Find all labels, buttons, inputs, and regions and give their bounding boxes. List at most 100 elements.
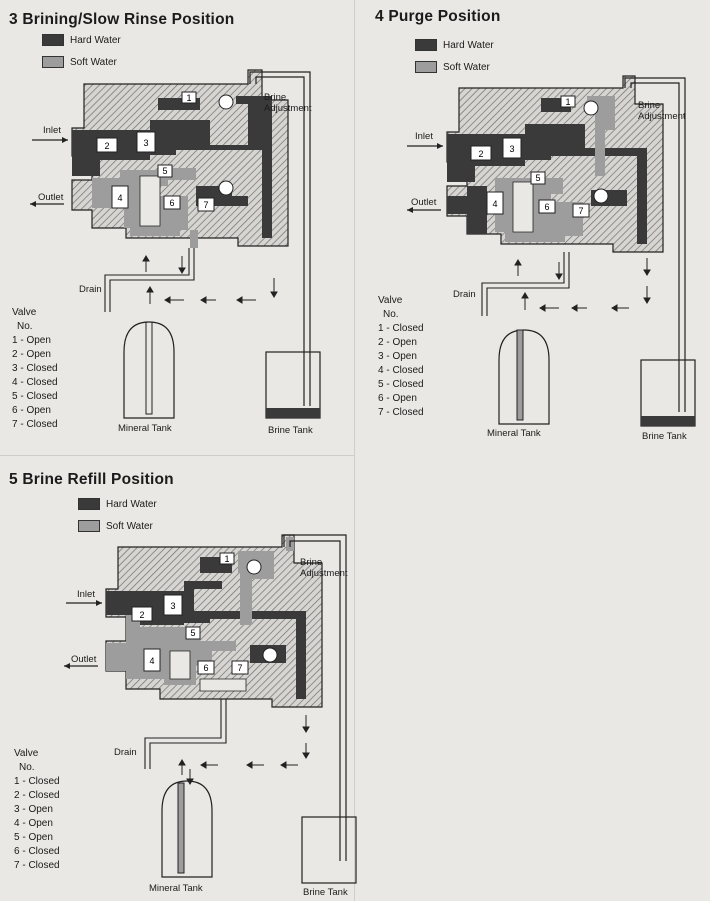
hard-water-channel <box>106 581 306 699</box>
brine-line <box>624 77 686 412</box>
valve-number: 5 <box>535 173 540 183</box>
valve-number: 2 <box>478 149 483 159</box>
valve-status: 2 - Closed <box>14 790 60 801</box>
mineral-tank <box>161 780 213 878</box>
passage <box>139 175 161 227</box>
passage <box>199 678 247 692</box>
valve-heading: Valve <box>12 307 37 318</box>
inlet-label: Inlet <box>43 125 61 136</box>
flow-arrows <box>178 715 310 785</box>
legend-label: Soft Water <box>106 520 153 532</box>
soft-water-channel <box>168 168 196 180</box>
brine-line <box>289 540 341 861</box>
outlet-label: Outlet <box>71 654 97 665</box>
brine-line <box>630 82 680 412</box>
panel-title: 3 Brining/Slow Rinse Position <box>9 11 235 28</box>
valve-status: 1 - Closed <box>14 776 60 787</box>
valve-heading: No. <box>19 762 35 773</box>
valve-number: 5 <box>162 166 167 176</box>
check-ball <box>218 180 234 196</box>
valve-status: 3 - Closed <box>12 363 58 374</box>
hard-water-swatch <box>42 34 64 46</box>
panel-title: 4 Purge Position <box>375 8 501 25</box>
legend-label: Hard Water <box>70 34 121 46</box>
valve-status: 6 - Open <box>378 393 417 404</box>
valve-number: 7 <box>203 200 208 210</box>
mineral-tank-label: Mineral Tank <box>149 883 203 894</box>
hard-water-swatch <box>78 498 100 510</box>
valve-diagram: 1 2 3 4 5 6 7 <box>30 69 321 419</box>
valve-number: 1 <box>224 554 229 564</box>
valve-number: 3 <box>143 138 148 148</box>
hard-water-channel <box>467 186 487 234</box>
legend-soft-water: Soft Water <box>78 519 153 533</box>
valve-status: 4 - Closed <box>12 377 58 388</box>
hard-water-channel <box>447 196 467 214</box>
valve-status-list: Valve No. 1 - Open 2 - Open 3 - Closed 4… <box>12 306 58 432</box>
valve-number: 4 <box>492 199 497 209</box>
valve-status: 1 - Open <box>12 335 51 346</box>
valve-number: 1 <box>565 97 570 107</box>
drain-label: Drain <box>453 289 476 300</box>
legend-hard-water: Hard Water <box>415 38 494 52</box>
valve-heading: No. <box>383 309 399 320</box>
mineral-tank <box>123 321 175 419</box>
valve-status: 2 - Open <box>378 337 417 348</box>
valve-status-list: Valve No. 1 - Closed 2 - Open 3 - Open 4… <box>378 294 424 420</box>
panel-brining: 3 Brining/Slow Rinse Position Hard Water… <box>0 0 355 450</box>
valve-number: 2 <box>139 610 144 620</box>
vertical-divider <box>354 0 355 901</box>
valve-number: 3 <box>509 144 514 154</box>
valve-heading: No. <box>17 321 33 332</box>
valve-diagram: 1 2 3 4 5 6 7 <box>64 534 357 884</box>
soft-water-swatch <box>78 520 100 532</box>
legend-hard-water: Hard Water <box>42 33 121 47</box>
valve-status: 6 - Closed <box>14 846 60 857</box>
valve-status: 3 - Open <box>14 804 53 815</box>
mineral-tank-riser <box>145 321 153 415</box>
outlet-label: Outlet <box>38 192 64 203</box>
brine-line <box>249 71 311 406</box>
valve-number: 4 <box>149 656 154 666</box>
flow-arrows <box>514 258 651 312</box>
legend-hard-water: Hard Water <box>78 497 157 511</box>
brine-tank-label: Brine Tank <box>642 431 687 442</box>
valve-status: 6 - Open <box>12 405 51 416</box>
legend-label: Soft Water <box>443 61 490 73</box>
panel-brine-refill: 5 Brine Refill Position Hard Water Soft … <box>0 465 357 901</box>
valve-number: 4 <box>117 193 122 203</box>
valve-status: 3 - Open <box>378 351 417 362</box>
check-ball <box>246 559 262 575</box>
valve-number: 6 <box>203 663 208 673</box>
check-ball <box>583 100 599 116</box>
brine-line <box>255 76 305 406</box>
legend-label: Soft Water <box>70 56 117 68</box>
valve-status: 2 - Open <box>12 349 51 360</box>
soft-water-swatch <box>42 56 64 68</box>
drain-label: Drain <box>79 284 102 295</box>
inlet-label: Inlet <box>415 131 433 142</box>
mineral-tank-riser <box>177 782 185 874</box>
valve-status-list: Valve No. 1 - Closed 2 - Closed 3 - Open… <box>14 747 60 873</box>
check-ball <box>593 188 609 204</box>
hard-water-channel <box>72 96 272 238</box>
mineral-tank-label: Mineral Tank <box>487 428 541 439</box>
valve-status: 5 - Closed <box>12 391 58 402</box>
panel-title: 5 Brine Refill Position <box>9 471 174 488</box>
valve-status: 4 - Closed <box>378 365 424 376</box>
brine-line <box>283 534 347 861</box>
valve-diagram: 1 2 3 4 5 6 7 <box>407 75 696 427</box>
passage <box>169 650 191 680</box>
check-ball <box>262 647 278 663</box>
drain-pipe <box>481 252 570 316</box>
soft-water-channel <box>190 230 198 248</box>
valve-number: 6 <box>169 198 174 208</box>
brine-tank <box>301 816 357 884</box>
mineral-tank <box>498 329 550 425</box>
valve-number: 1 <box>186 93 191 103</box>
legend-soft-water: Soft Water <box>42 55 117 69</box>
valve-number: 7 <box>578 206 583 216</box>
legend-label: Hard Water <box>443 39 494 51</box>
